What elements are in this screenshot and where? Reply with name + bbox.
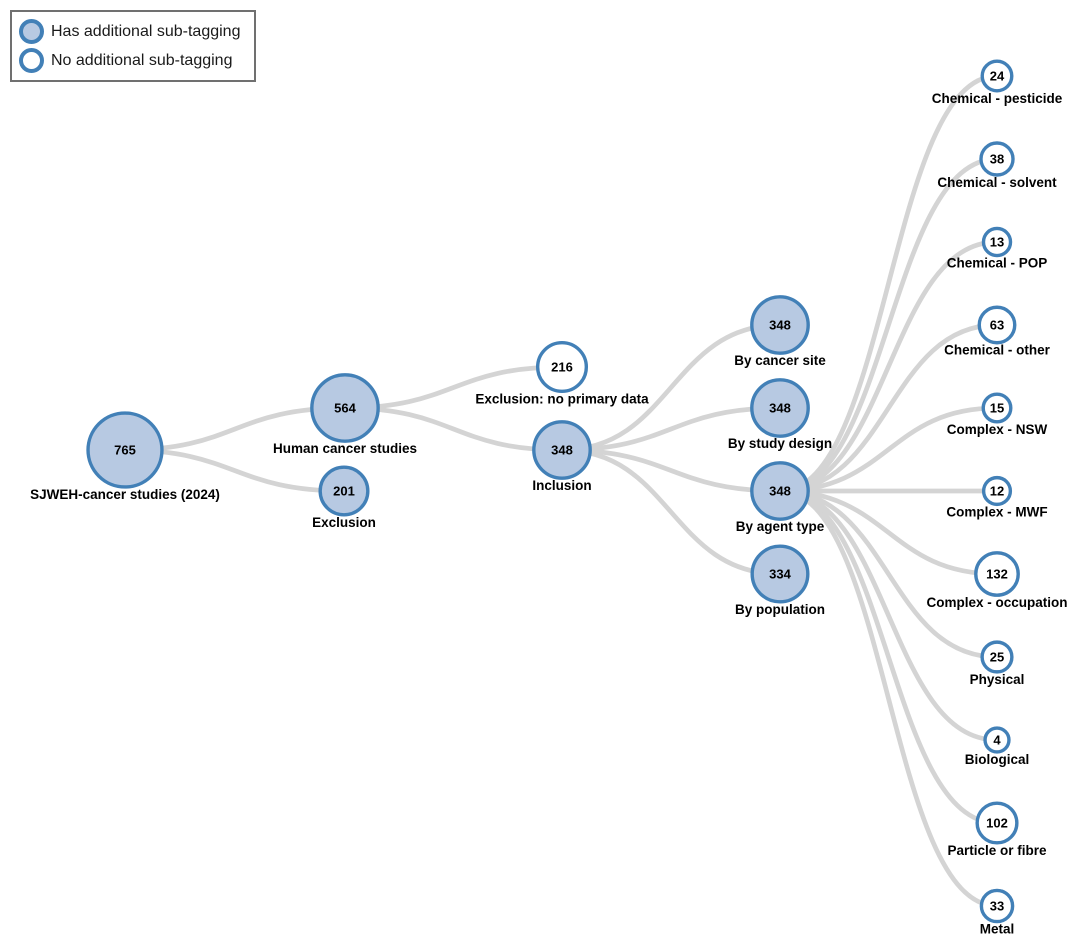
edge-inclusion-by_agent_type [561, 447, 781, 494]
node-circle-human [310, 373, 380, 443]
node-value-chem_other: 63 [990, 318, 1004, 333]
node-value-complex_occupation: 132 [986, 567, 1008, 582]
node-label-inclusion: Inclusion [532, 478, 591, 493]
node-value-chem_pop: 13 [990, 235, 1004, 250]
edge-human-excl_no_primary [344, 364, 563, 411]
node-label-excl_no_primary: Exclusion: no primary data [475, 391, 649, 406]
node-circle-chem_pop [981, 226, 1013, 258]
node-circle-by_agent_type [750, 461, 810, 521]
node-circle-by_population [750, 544, 810, 604]
edge-inclusion-by_study_design [561, 405, 781, 453]
legend-label: Has additional sub-tagging [51, 22, 241, 40]
node-label-chem_pesticide: Chemical - pesticide [932, 91, 1063, 106]
node-circle-root [86, 411, 164, 489]
node-value-physical: 25 [990, 650, 1004, 665]
node-circle-chem_solvent [979, 141, 1015, 177]
node-value-particle_fibre: 102 [986, 816, 1008, 831]
node-circle-biological [983, 726, 1011, 754]
node-label-human: Human cancer studies [273, 441, 417, 456]
node-circle-by_cancer_site [750, 295, 810, 355]
node-value-human: 564 [334, 401, 356, 416]
edges-layer [124, 73, 998, 909]
node-label-chem_other: Chemical - other [944, 343, 1051, 358]
node-value-root: 765 [114, 443, 136, 458]
node-value-chem_pesticide: 24 [990, 69, 1005, 84]
edge-by_agent_type-complex_nsw [779, 405, 998, 494]
node-circle-complex_mwf [981, 475, 1013, 507]
legend-label: No additional sub-tagging [51, 51, 233, 69]
node-circle-inclusion [532, 420, 592, 480]
node-value-complex_nsw: 15 [990, 401, 1004, 416]
node-label-by_agent_type: By agent type [736, 519, 825, 534]
edge-human-inclusion [344, 405, 563, 453]
edge-by_agent_type-chem_other [779, 322, 998, 494]
node-label-by_study_design: By study design [728, 436, 832, 451]
node-value-by_agent_type: 348 [769, 484, 791, 499]
node-value-biological: 4 [993, 733, 1001, 748]
edge-by_agent_type-physical [779, 488, 998, 660]
edge-by_agent_type-chem_pesticide [779, 73, 998, 494]
node-circle-complex_occupation [974, 551, 1020, 597]
node-label-biological: Biological [965, 752, 1030, 767]
edge-by_agent_type-biological [779, 488, 998, 743]
node-value-chem_solvent: 38 [990, 152, 1004, 167]
node-value-metal: 33 [990, 899, 1004, 914]
legend-item-has-subtagging: Has additional sub-tagging [19, 17, 240, 46]
node-label-particle_fibre: Particle or fibre [947, 843, 1047, 858]
edge-by_agent_type-particle_fibre [779, 488, 998, 826]
edge-inclusion-by_population [561, 447, 781, 577]
node-label-exclusion: Exclusion [312, 515, 376, 530]
node-circle-complex_nsw [981, 392, 1013, 424]
legend: Has additional sub-tagging No additional… [10, 10, 257, 82]
edge-by_agent_type-metal [779, 488, 998, 909]
node-label-complex_mwf: Complex - MWF [946, 504, 1047, 519]
node-value-by_population: 334 [769, 567, 791, 582]
node-value-inclusion: 348 [551, 443, 573, 458]
legend-item-no-subtagging: No additional sub-tagging [19, 46, 240, 75]
edge-by_agent_type-complex_occupation [779, 488, 998, 577]
node-circle-by_study_design [750, 378, 810, 438]
edge-by_agent_type-chem_solvent [779, 156, 998, 494]
node-value-complex_mwf: 12 [990, 484, 1004, 499]
node-label-physical: Physical [970, 672, 1025, 687]
empty-circle-icon [19, 48, 44, 73]
node-label-complex_occupation: Complex - occupation [926, 595, 1067, 610]
node-circle-physical [980, 640, 1014, 674]
node-label-chem_solvent: Chemical - solvent [937, 175, 1057, 190]
filled-circle-icon [19, 19, 44, 44]
node-label-complex_nsw: Complex - NSW [947, 422, 1048, 437]
node-circle-metal [979, 888, 1015, 924]
node-circle-exclusion [318, 465, 370, 517]
node-label-root: SJWEH-cancer studies (2024) [30, 487, 220, 502]
node-circle-excl_no_primary [535, 340, 589, 394]
node-circle-chem_pesticide [980, 59, 1014, 93]
node-value-excl_no_primary: 216 [551, 360, 573, 375]
node-label-chem_pop: Chemical - POP [947, 256, 1048, 271]
node-value-by_study_design: 348 [769, 401, 791, 416]
node-circle-particle_fibre [975, 801, 1019, 845]
edge-by_agent_type-chem_pop [779, 239, 998, 494]
edge-inclusion-by_cancer_site [561, 322, 781, 453]
node-circle-chem_other [977, 305, 1017, 345]
node-value-exclusion: 201 [333, 484, 355, 499]
node-value-by_cancer_site: 348 [769, 318, 791, 333]
node-label-by_cancer_site: By cancer site [734, 353, 826, 368]
node-label-by_population: By population [735, 602, 825, 617]
node-label-metal: Metal [980, 922, 1015, 937]
